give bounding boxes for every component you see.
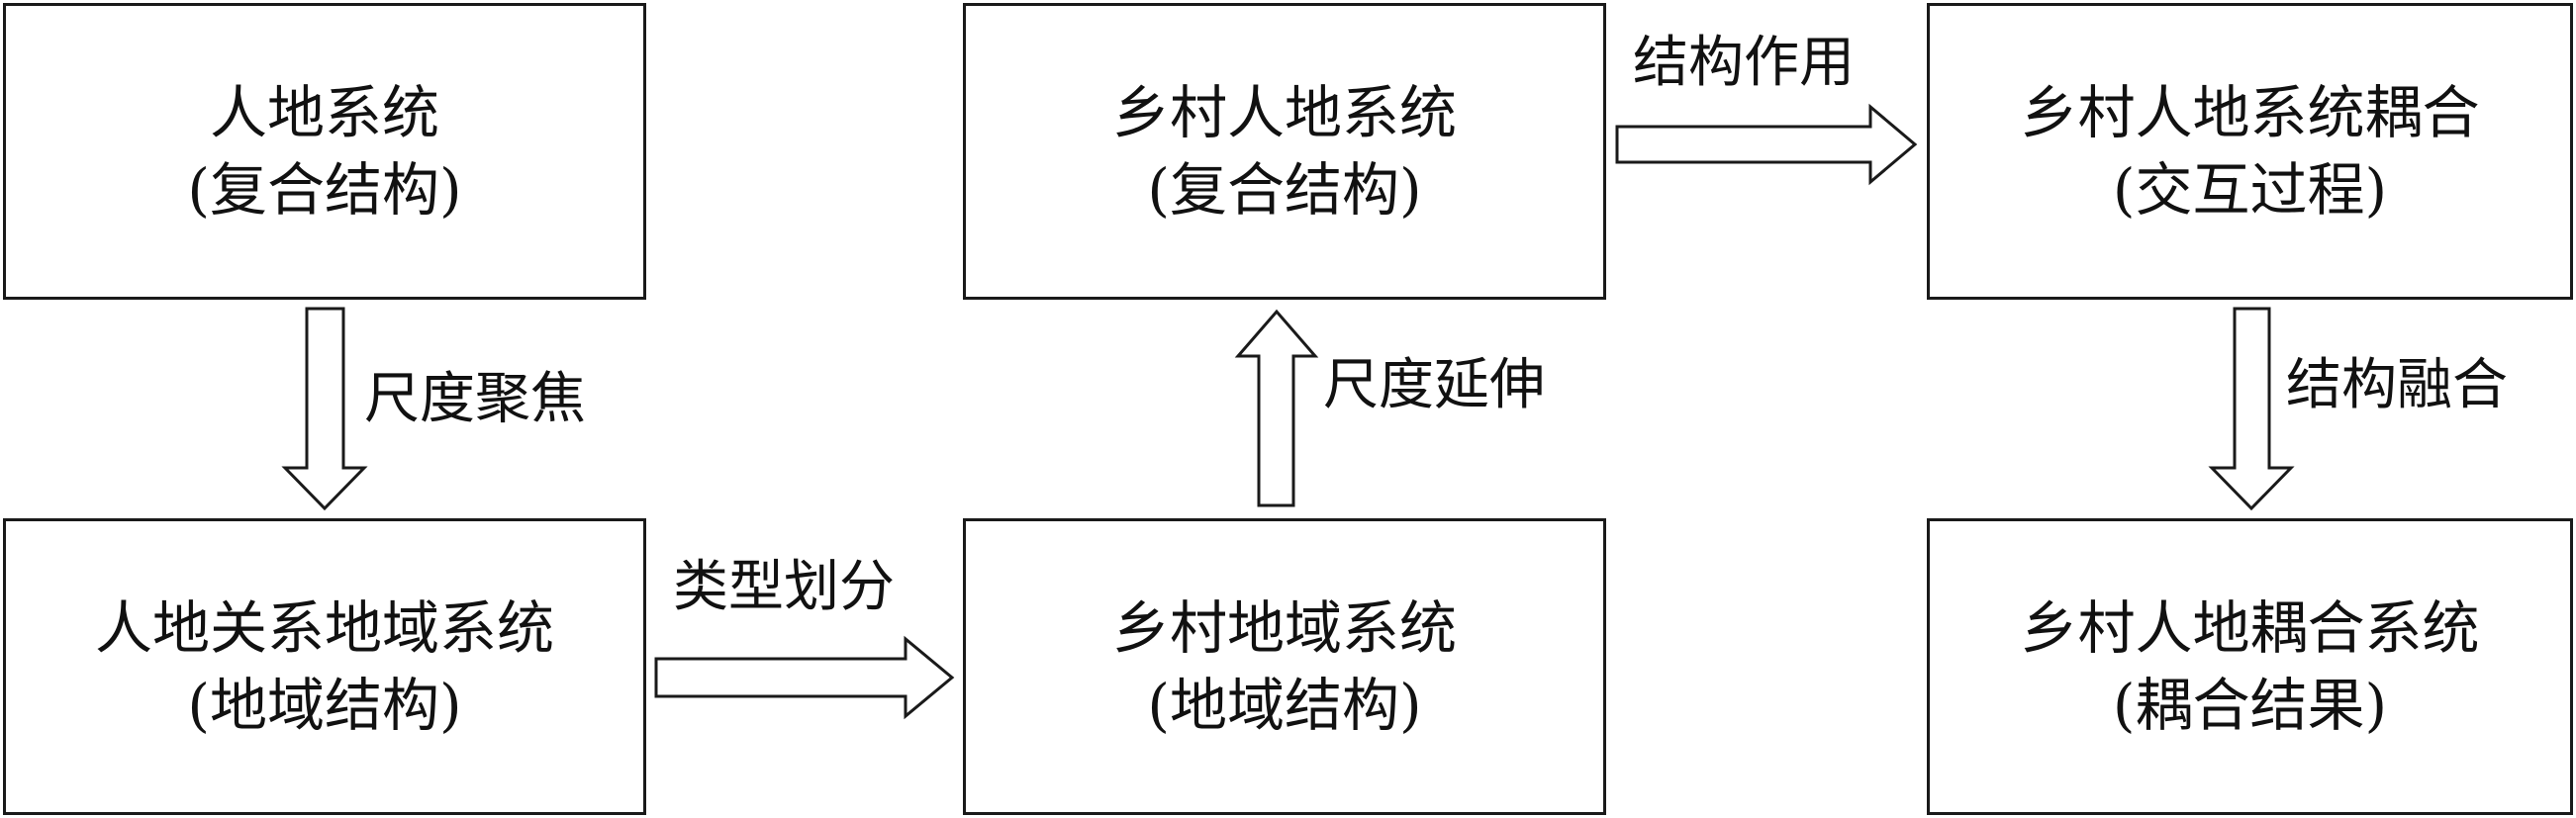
box-subtitle: (交互过程) <box>2112 156 2388 224</box>
box-rural-coupled-system: 乡村人地耦合系统 (耦合结果) <box>1927 518 2573 815</box>
down-arrow-structural-fusion <box>2208 307 2295 511</box>
box-title: 乡村人地系统耦合 <box>2020 79 2480 146</box>
box-human-land-regional-system: 人地关系地域系统 (地域结构) <box>3 518 646 815</box>
box-subtitle: (地域结构) <box>187 672 462 739</box>
box-title: 乡村人地耦合系统 <box>2020 594 2480 662</box>
box-rural-coupling-process: 乡村人地系统耦合 (交互过程) <box>1927 3 2573 300</box>
right-arrow-structural-effect <box>1615 103 1918 186</box>
box-title: 乡村地域系统 <box>1111 594 1457 662</box>
down-arrow-scale-focus <box>281 307 368 511</box>
box-rural-regional-system: 乡村地域系统 (地域结构) <box>963 518 1606 815</box>
label-structural-fusion: 结构融合 <box>2286 353 2508 417</box>
box-title: 人地系统 <box>209 79 439 146</box>
up-arrow-scale-extension <box>1234 309 1319 507</box>
box-rural-human-land-system: 乡村人地系统 (复合结构) <box>963 3 1606 300</box>
label-scale-focus: 尺度聚焦 <box>364 367 586 431</box>
label-type-division: 类型划分 <box>673 555 895 619</box>
box-title: 人地关系地域系统 <box>94 594 554 662</box>
box-subtitle: (地域结构) <box>1147 672 1422 739</box>
label-structural-effect: 结构作用 <box>1633 31 1855 95</box>
right-arrow-type-division <box>654 635 955 720</box>
box-human-land-system: 人地系统 (复合结构) <box>3 3 646 300</box>
label-scale-extension: 尺度延伸 <box>1323 353 1545 417</box>
box-title: 乡村人地系统 <box>1111 79 1457 146</box>
box-subtitle: (耦合结果) <box>2112 672 2388 739</box>
box-subtitle: (复合结构) <box>187 156 462 224</box>
box-subtitle: (复合结构) <box>1147 156 1422 224</box>
